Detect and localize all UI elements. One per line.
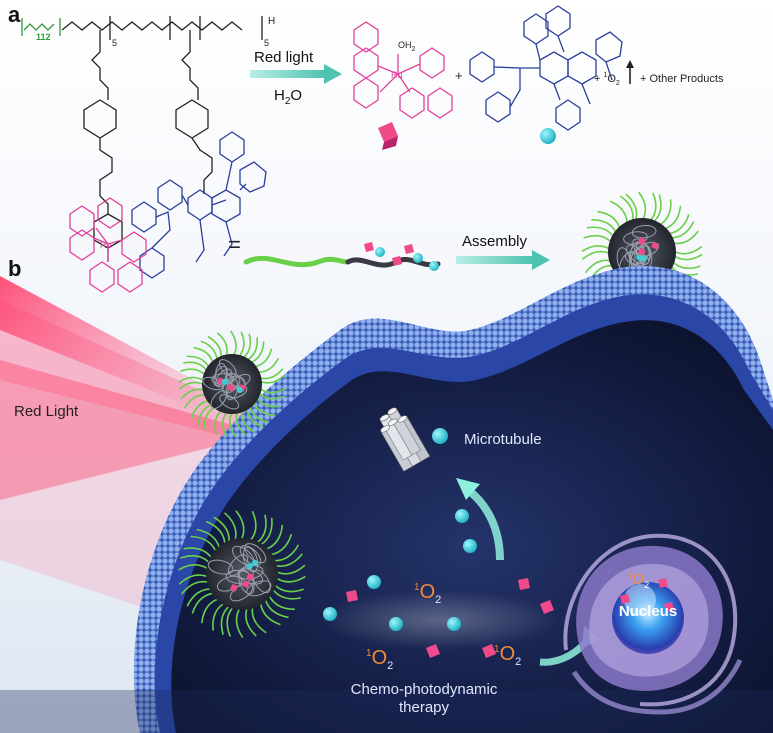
nucleus-singlet-oxygen: 1O2 xyxy=(628,571,649,590)
equals-sign: = xyxy=(228,232,241,257)
ru-complex-left xyxy=(69,197,147,293)
nucleus xyxy=(563,533,743,715)
plus-sign: + xyxy=(455,68,463,83)
up-arrow-icon xyxy=(626,60,634,84)
micelle-at-membrane xyxy=(178,330,286,438)
singlet-oxygen-label-1: 1O2 xyxy=(414,581,441,606)
drug-structure-left xyxy=(131,131,267,279)
red-light-arrow-label: Red light xyxy=(254,49,314,66)
panel-label-a: a xyxy=(8,2,21,27)
released-drugs xyxy=(323,509,554,658)
microtubule-icon xyxy=(379,407,431,472)
drug-sphere xyxy=(432,428,448,444)
ru-atom-product: Ru xyxy=(391,70,403,80)
drug-product xyxy=(469,5,623,131)
red-light-label: Red Light xyxy=(14,403,79,420)
assembly-arrow xyxy=(456,250,550,270)
drug-sphere-icon xyxy=(540,128,556,144)
curved-arrow-to-microtubule xyxy=(456,478,504,561)
ru-cube-icon xyxy=(378,122,398,150)
red-light-arrow xyxy=(250,64,342,84)
polymer-chain-cartoon xyxy=(243,242,441,271)
repeat-number-left: 5 xyxy=(112,38,117,48)
water-label: H2O xyxy=(274,87,302,107)
micelle-in-cell xyxy=(178,510,306,638)
trail-glow xyxy=(320,590,560,650)
peg-repeat-number: 112 xyxy=(36,32,51,42)
therapy-label-line1: Chemo-photodynamic xyxy=(351,681,498,698)
other-products-label: + Other Products xyxy=(640,73,724,85)
singlet-oxygen-label-3: 1O2 xyxy=(494,643,521,668)
singlet-oxygen-product: +1O2 xyxy=(594,72,620,87)
ru-atom-left: Ru xyxy=(100,240,112,250)
therapy-label-line2: therapy xyxy=(399,699,450,716)
repeat-number-right: 5 xyxy=(264,38,269,48)
assembly-arrow-label: Assembly xyxy=(462,233,528,250)
microtubule-label: Microtubule xyxy=(464,431,542,448)
panel-label-b: b xyxy=(8,256,21,281)
aqua-ligand-label: OH2 xyxy=(398,40,416,53)
singlet-oxygen-label-2: 1O2 xyxy=(366,647,393,672)
ru-aqua-product xyxy=(353,21,453,119)
chain-end-h: H xyxy=(268,16,275,27)
nucleus-label: Nucleus xyxy=(619,603,677,620)
